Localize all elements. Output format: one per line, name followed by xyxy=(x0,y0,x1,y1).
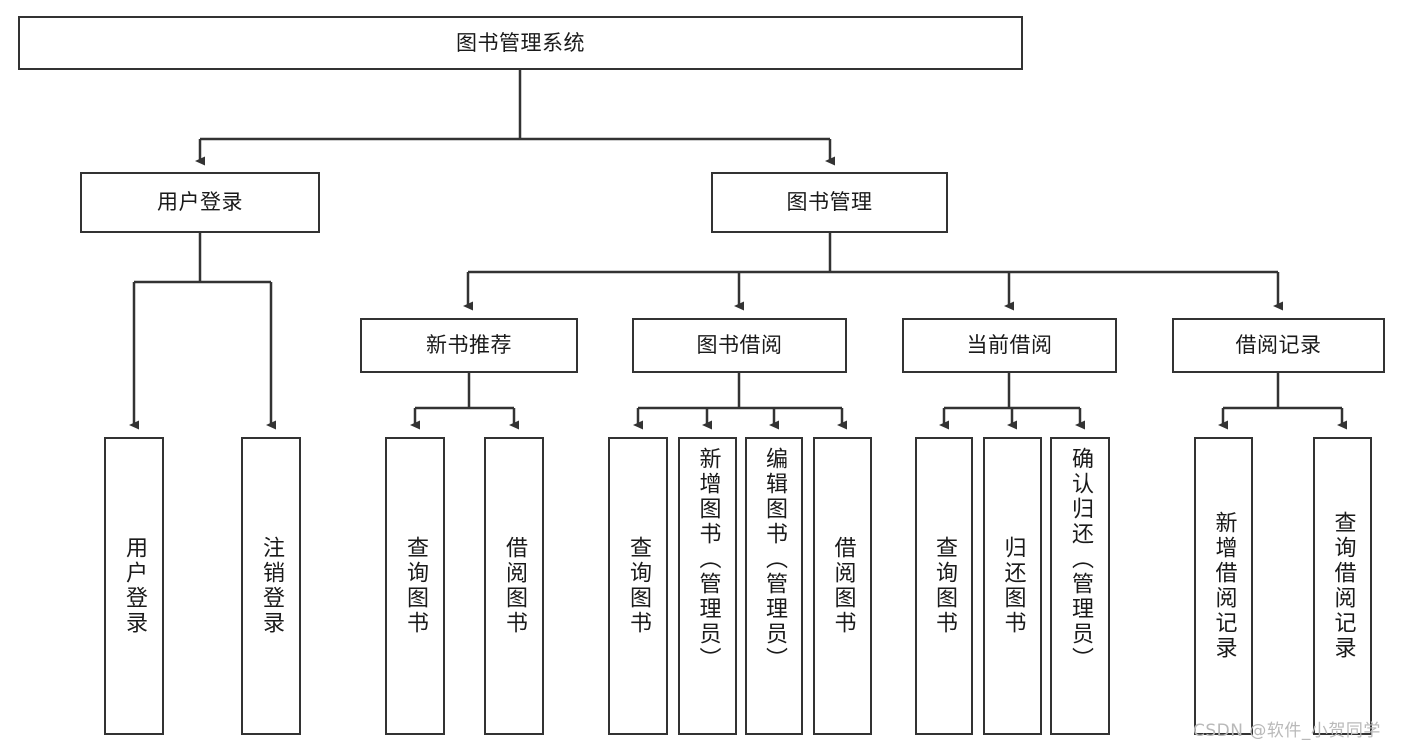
leaf-edit-book-admin[interactable]: 编辑图书（管理员） xyxy=(745,437,803,735)
leaf-confirm-return-admin[interactable]: 确认归还（管理员） xyxy=(1050,437,1110,735)
leaf-edit-book-admin-label: 编辑图书（管理员） xyxy=(762,447,787,672)
node-root-label: 图书管理系统 xyxy=(456,30,585,55)
leaf-query-book-current-label: 查询图书 xyxy=(932,536,957,636)
leaf-borrow-book-recommend[interactable]: 借阅图书 xyxy=(484,437,544,735)
node-current-borrow-label: 当前借阅 xyxy=(966,333,1053,358)
leaf-query-book-current[interactable]: 查询图书 xyxy=(915,437,973,735)
node-user-login-label: 用户登录 xyxy=(157,190,243,215)
leaf-user-login[interactable]: 用户登录 xyxy=(104,437,164,735)
leaf-query-book-recommend[interactable]: 查询图书 xyxy=(385,437,445,735)
leaf-logout[interactable]: 注销登录 xyxy=(241,437,301,735)
node-new-book-recommend-label: 新书推荐 xyxy=(426,333,512,358)
leaf-return-book[interactable]: 归还图书 xyxy=(983,437,1042,735)
leaf-query-book-recommend-label: 查询图书 xyxy=(403,536,428,636)
node-book-borrow[interactable]: 图书借阅 xyxy=(632,318,847,373)
leaf-add-borrow-record[interactable]: 新增借阅记录 xyxy=(1194,437,1253,735)
node-new-book-recommend[interactable]: 新书推荐 xyxy=(360,318,578,373)
node-borrow-record[interactable]: 借阅记录 xyxy=(1172,318,1385,373)
watermark-text: CSDN @软件_小贺同学 xyxy=(1193,721,1381,741)
node-current-borrow[interactable]: 当前借阅 xyxy=(902,318,1117,373)
leaf-logout-label: 注销登录 xyxy=(259,536,284,636)
leaf-borrow-book-label: 借阅图书 xyxy=(830,536,856,636)
leaf-query-book-borrow[interactable]: 查询图书 xyxy=(608,437,668,735)
leaf-query-borrow-record[interactable]: 查询借阅记录 xyxy=(1313,437,1372,735)
leaf-add-book-admin[interactable]: 新增图书（管理员） xyxy=(678,437,737,735)
leaf-return-book-label: 归还图书 xyxy=(1000,536,1026,636)
leaf-confirm-return-admin-label: 确认归还（管理员） xyxy=(1068,447,1093,672)
leaf-query-book-borrow-label: 查询图书 xyxy=(626,536,651,636)
node-borrow-record-label: 借阅记录 xyxy=(1235,333,1322,358)
leaf-borrow-book-recommend-label: 借阅图书 xyxy=(502,536,527,636)
node-book-management-label: 图书管理 xyxy=(786,190,873,215)
leaf-add-book-admin-label: 新增图书（管理员） xyxy=(695,447,721,672)
leaf-user-login-label: 用户登录 xyxy=(122,536,147,636)
node-root[interactable]: 图书管理系统 xyxy=(18,16,1023,70)
leaf-query-borrow-record-label: 查询借阅记录 xyxy=(1330,511,1356,661)
node-book-borrow-label: 图书借阅 xyxy=(696,333,783,358)
node-user-login[interactable]: 用户登录 xyxy=(80,172,320,233)
leaf-borrow-book[interactable]: 借阅图书 xyxy=(813,437,872,735)
leaf-add-borrow-record-label: 新增借阅记录 xyxy=(1211,511,1237,661)
node-book-management[interactable]: 图书管理 xyxy=(711,172,948,233)
